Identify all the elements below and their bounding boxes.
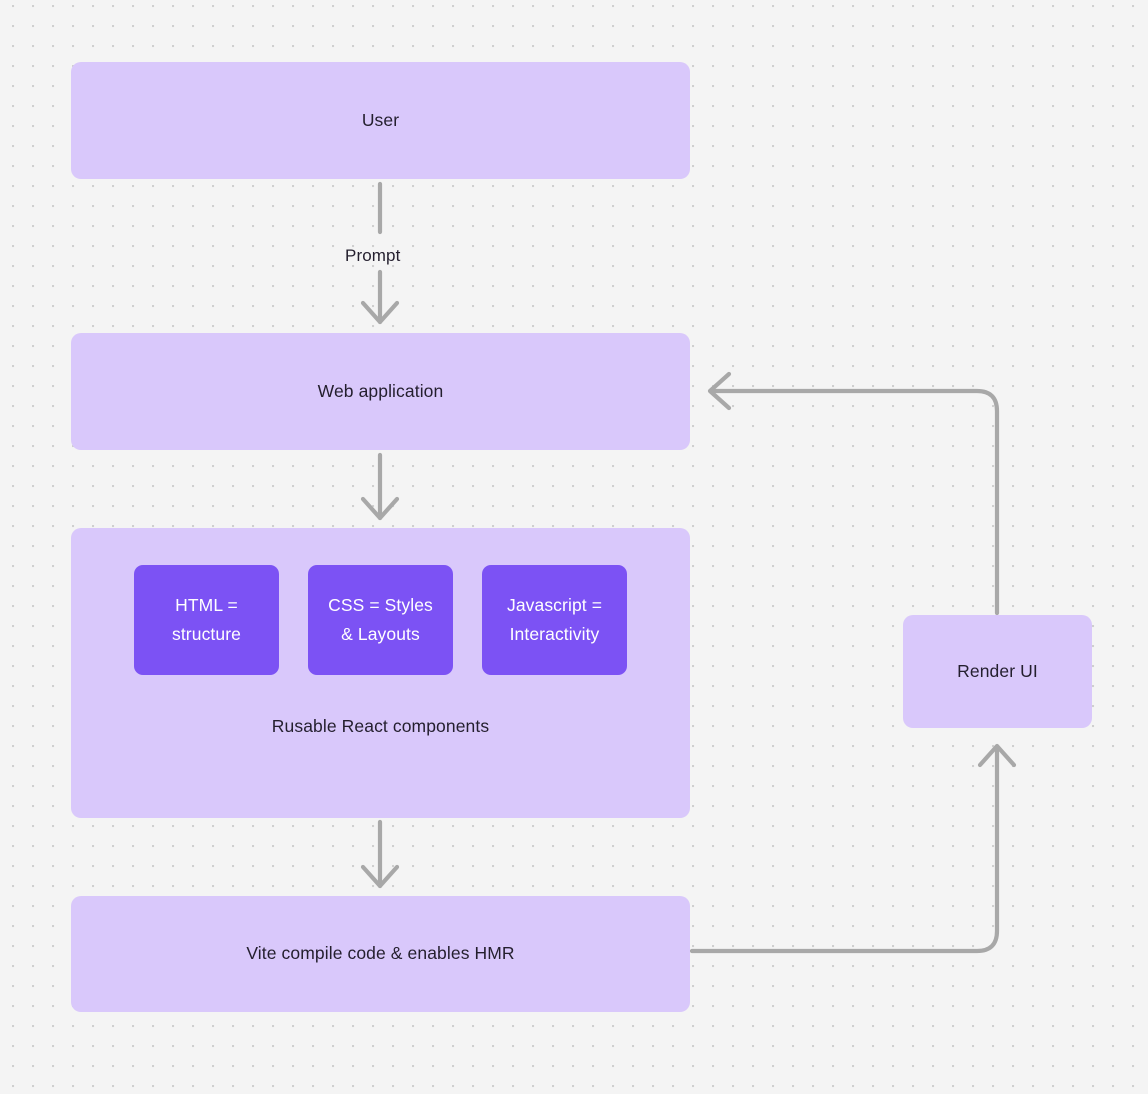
node-user[interactable]: User xyxy=(71,62,690,179)
chip-css[interactable]: CSS = Styles & Layouts xyxy=(308,565,453,675)
arrowhead-components-to-vite xyxy=(360,864,400,889)
chip-css-line2: & Layouts xyxy=(341,624,420,644)
edge-vite-to-render xyxy=(689,745,1000,954)
arrowhead-render-to-web xyxy=(707,371,732,411)
arrowhead-vite-to-render xyxy=(977,743,1017,768)
chip-html-line1: HTML = xyxy=(175,595,238,616)
arrowhead-prompt-to-web xyxy=(360,300,400,325)
node-render-ui-label: Render UI xyxy=(957,660,1038,681)
node-vite-label: Vite compile code & enables HMR xyxy=(246,943,515,964)
arrowhead-web-to-components xyxy=(360,496,400,521)
chip-html[interactable]: HTML = structure xyxy=(134,565,279,675)
chip-javascript-text: Javascript = Interactivity xyxy=(507,591,602,649)
node-render-ui[interactable]: Render UI xyxy=(903,615,1092,728)
chip-row: HTML = structure CSS = Styles & Layouts Ja… xyxy=(71,565,690,675)
chip-html-text: HTML = structure xyxy=(172,591,241,649)
chip-javascript-line2: Interactivity xyxy=(509,624,600,644)
chip-javascript[interactable]: Javascript = Interactivity xyxy=(482,565,627,675)
node-user-label: User xyxy=(361,109,400,130)
node-react-components-caption: Rusable React components xyxy=(271,716,490,736)
node-web-application[interactable]: Web application xyxy=(71,333,690,450)
node-web-application-label: Web application xyxy=(317,380,444,401)
chip-html-line2: structure xyxy=(172,624,241,644)
chip-css-text: CSS = Styles & Layouts xyxy=(328,591,433,649)
chip-css-line1: CSS = Styles xyxy=(328,595,433,616)
node-vite[interactable]: Vite compile code & enables HMR xyxy=(71,896,690,1012)
edge-label-prompt: Prompt xyxy=(345,246,401,265)
edge-render-to-web xyxy=(709,388,1000,616)
chip-javascript-line1: Javascript = xyxy=(506,595,603,616)
node-react-components[interactable]: HTML = structure CSS = Styles & Layouts Ja… xyxy=(71,528,690,818)
